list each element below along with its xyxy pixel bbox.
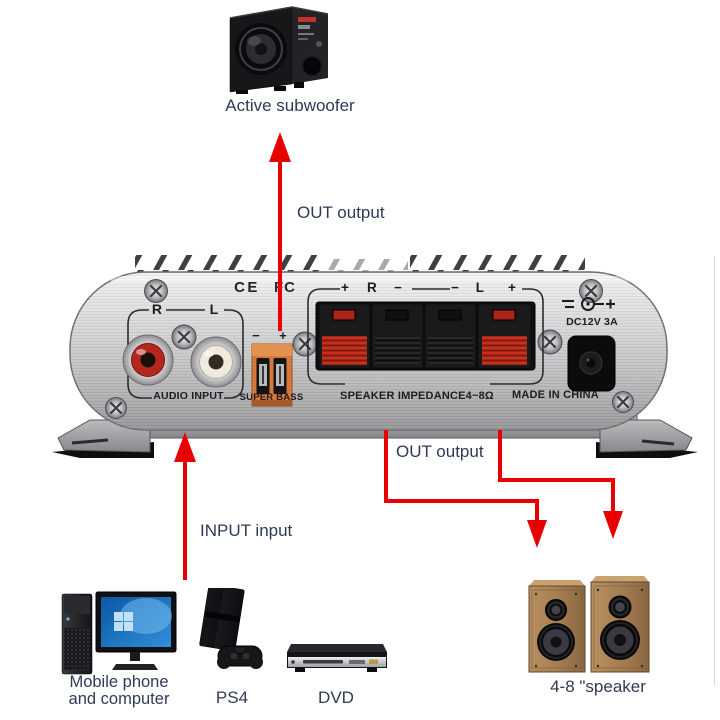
subwoofer-rear-controls [298, 17, 323, 77]
terminal-label-minus-r: − [393, 280, 403, 295]
terminal-label-r: R [367, 280, 377, 295]
subwoofer-driver-icon [235, 23, 287, 75]
speaker-terminals-outline [307, 288, 544, 385]
disc-tray-slot [303, 660, 343, 664]
super-bass-plus-label: + [279, 328, 287, 343]
speaker-terminal-block [315, 301, 536, 371]
super-bass-label: SUPER BASS [239, 392, 304, 403]
speaker-impedance-label: SPEAKER IMPEDANCE4~8Ω [340, 390, 494, 402]
rca-left-label: L [209, 301, 219, 317]
speaker-right [590, 576, 650, 673]
ps4-controller [217, 645, 263, 669]
input-input-label: INPUT input [200, 521, 293, 540]
rca-jack-left-white [190, 336, 242, 388]
stereo-speakers-image [528, 576, 650, 673]
active-subwoofer-label: Active subwoofer [225, 96, 355, 115]
made-in-china-label: MADE IN CHINA [512, 389, 599, 401]
rca-right-label: R [151, 301, 163, 317]
rca-jack-right-red [122, 334, 174, 386]
super-bass-minus-label: − [252, 328, 260, 343]
terminal-label-plus-l: + [507, 280, 517, 295]
photo-edge-line [714, 256, 715, 686]
pc-monitor [95, 591, 177, 670]
panel-screws [105, 279, 634, 419]
audio-input-label: AUDIO INPUT [153, 390, 224, 402]
speaker-4-8-label: 4-8 "speaker [550, 677, 646, 696]
heatsink-fins [135, 255, 585, 272]
terminal-label-l: L [475, 280, 485, 295]
subwoofer-image [229, 6, 329, 94]
pc-tower [61, 593, 93, 675]
terminal-label-plus-r: + [340, 280, 350, 295]
super-bass-terminal [251, 343, 293, 407]
speaker-left [528, 580, 586, 673]
ce-mark: CE [234, 279, 260, 296]
dvd-player-image [287, 644, 387, 672]
amplifier-rear-panel-image [52, 255, 698, 458]
computer-image [61, 591, 177, 675]
dvd-label: DVD [318, 688, 354, 707]
ps4-label: PS4 [215, 688, 249, 707]
ps4-image [199, 588, 263, 669]
terminal-label-minus-l: − [450, 280, 460, 295]
mobile-phone-computer-label: Mobile phone and computer [68, 673, 170, 708]
ps4-console [199, 588, 245, 652]
dc-polarity-icon [562, 297, 615, 311]
out-output-top-label: OUT output [297, 203, 385, 222]
windows-logo-icon [114, 612, 133, 631]
dc-power-jack [567, 335, 616, 392]
dc-rating-label: DC12V 3A [566, 316, 618, 328]
fcc-mark: FC [274, 279, 296, 296]
